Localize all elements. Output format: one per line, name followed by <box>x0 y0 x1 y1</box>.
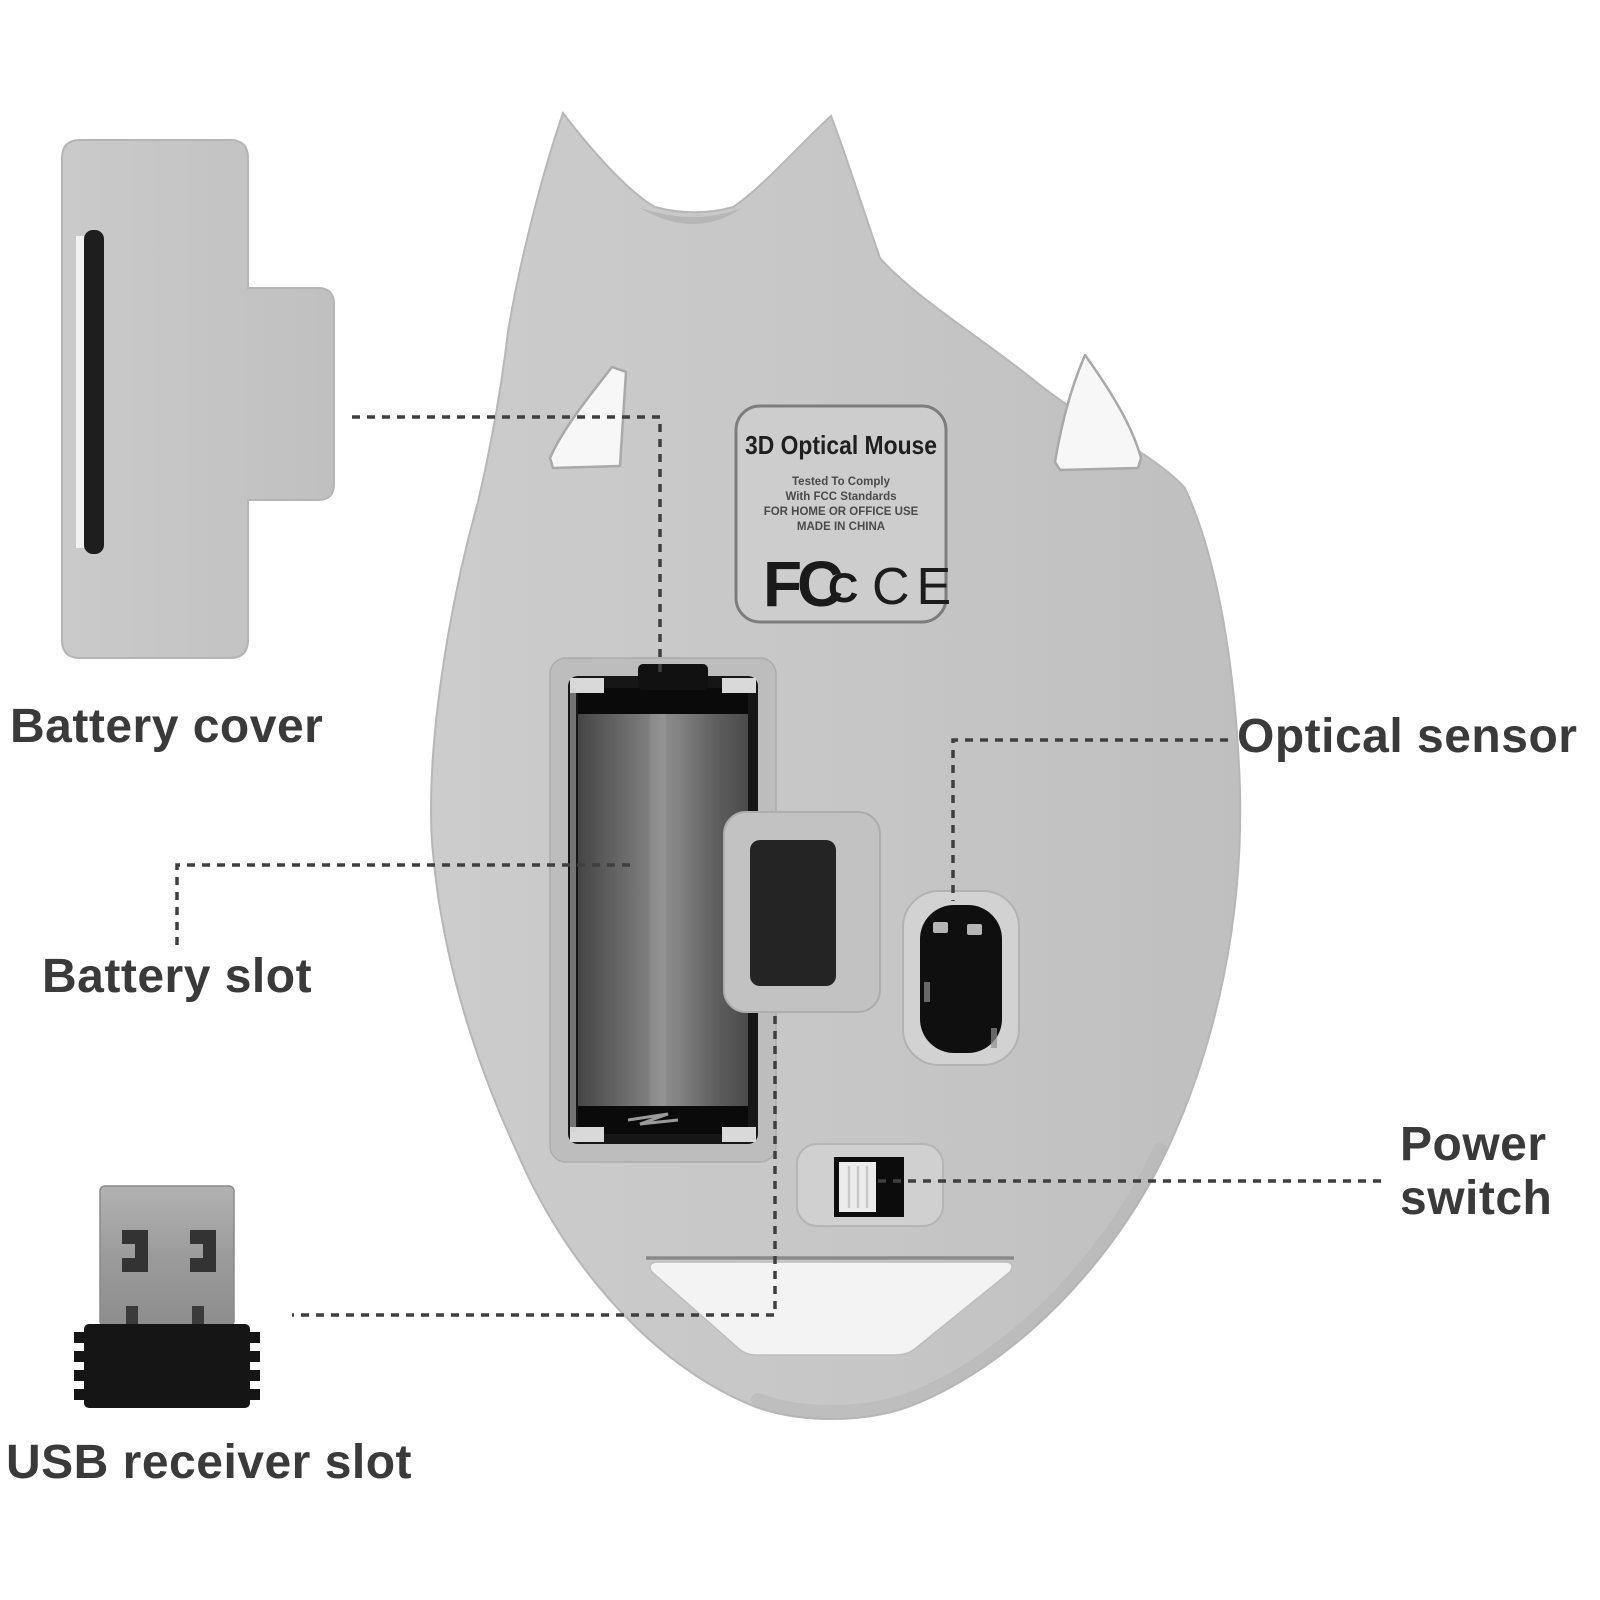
optical-sensor-notch-right <box>991 1028 997 1048</box>
usb-receiver-pin-right <box>192 1306 204 1326</box>
leader-battery-cover <box>352 415 662 676</box>
battery-slot-label: Battery slot <box>42 950 313 1003</box>
power-switch-label-line1: Power <box>1400 1118 1547 1171</box>
ce-mark-icon: CE <box>872 558 958 616</box>
sticker-line3: FOR HOME OR OFFICE USE <box>764 506 919 518</box>
usb-receiver-body <box>84 1324 250 1408</box>
battery-corner-tab-br <box>722 1127 756 1142</box>
battery-cover-part <box>61 139 335 659</box>
optical-sensor-window <box>920 905 1002 1053</box>
battery-contact-bottom <box>578 1106 748 1134</box>
power-switch-label-line2: switch <box>1400 1171 1553 1225</box>
sticker-line1: Tested To Comply <box>792 476 891 488</box>
leader-lines <box>175 415 1388 1317</box>
usb-receiver-slot-label: USB receiver slot <box>6 1436 413 1489</box>
optical-sensor-glint-right <box>967 924 982 935</box>
compliance-sticker <box>734 404 948 624</box>
fcc-mark-icon: F C C <box>763 548 858 620</box>
battery-corner-tab-tr <box>722 678 756 693</box>
battery-spring-glyph <box>627 1112 679 1126</box>
left-foot-pad <box>548 365 628 470</box>
usb-receiver-pin-left <box>126 1306 138 1326</box>
battery-cover-label: Battery cover <box>10 700 324 753</box>
battery-clip-top <box>638 664 708 690</box>
battery-cover-slit <box>84 230 104 554</box>
battery-cell-highlight <box>650 700 666 1120</box>
optical-sensor-label: Optical sensor <box>1237 710 1578 763</box>
right-foot-pad <box>1053 353 1143 472</box>
sticker-line2: With FCC Standards <box>785 491 896 503</box>
battery-cover-slit-highlight <box>76 236 85 548</box>
battery-corner-tab-tl <box>570 678 604 693</box>
ear-dip-shadow <box>640 208 742 224</box>
usb-pocket-opening <box>750 840 836 986</box>
svg-text:C: C <box>828 564 858 611</box>
bottom-foot-pad <box>649 1261 1013 1356</box>
sticker-line4: MADE IN CHINA <box>797 521 885 533</box>
usb-receiver-part <box>74 1185 260 1408</box>
sticker-title: 3D Optical Mouse <box>745 430 937 460</box>
power-switch-label: Power switch <box>1400 1118 1552 1226</box>
power-switch-slider-ridges <box>847 1166 869 1208</box>
body-inner-shadow <box>751 1143 1167 1419</box>
usb-receiver-hole-right <box>190 1230 216 1272</box>
optical-sensor-notch-left <box>924 982 930 1002</box>
battery-compartment-left-rim <box>570 688 576 1132</box>
leader-usb-receiver-slot <box>292 1016 777 1317</box>
battery-contact-top <box>578 688 748 714</box>
battery-corner-tab-bl <box>570 1127 604 1142</box>
leader-optical-sensor <box>951 738 1228 901</box>
leader-battery-slot <box>175 863 630 948</box>
svg-text:F: F <box>763 548 802 620</box>
optical-sensor-glint-left <box>933 922 948 933</box>
usb-receiver-ribs <box>74 1332 260 1400</box>
usb-receiver-hole-left <box>122 1230 148 1272</box>
svg-text:C: C <box>797 548 843 620</box>
battery-cell <box>578 688 748 1132</box>
